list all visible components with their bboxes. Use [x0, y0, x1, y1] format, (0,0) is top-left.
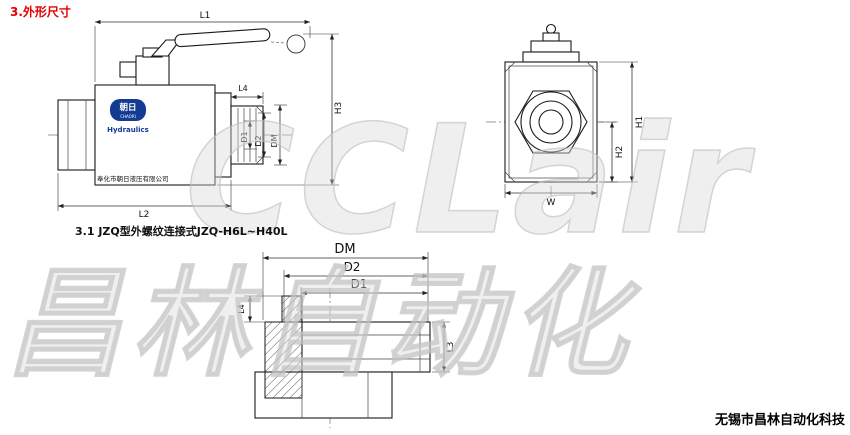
port-circle-mid [529, 100, 573, 144]
dim-l1: L1 [94, 11, 311, 82]
dim-l4-side: L4 [230, 84, 264, 104]
dim-l2: L2 [57, 173, 232, 220]
figure-caption: 3.1 JZQ型外螺纹连接式JZQ-H6L~H40L [75, 224, 288, 238]
dim-h2-label: H2 [615, 146, 625, 159]
body-company-label: 奉化市朝日液压有限公司 [97, 174, 169, 183]
dim-l2-label: L2 [139, 210, 150, 220]
front-body [504, 61, 598, 183]
corner-chamfer [586, 61, 598, 73]
section-lower-hatch [264, 371, 303, 399]
stem-body [135, 55, 170, 86]
section-cylinder [301, 321, 431, 373]
brand-logo-plate [110, 99, 146, 121]
stem-top-block [542, 32, 560, 42]
brand-logo-sub: Hydraulics [107, 126, 149, 134]
dim-w: W [504, 184, 598, 208]
footer-company: 无锡市昌林自动化科技 [714, 412, 846, 428]
dim-dm-side: DM [270, 104, 287, 166]
dim-h3: H3 [217, 33, 344, 186]
dim-dm-section-label: DM [334, 242, 355, 257]
section-view: DM D2 D1 L4 [237, 242, 456, 428]
handle-end-hole [286, 34, 306, 54]
dim-d2-section-label: D2 [344, 260, 361, 274]
dim-l1-label: L1 [200, 11, 211, 21]
dim-l4-side-label: L4 [238, 84, 248, 93]
dim-w-label: W [547, 198, 556, 208]
watermark-line1: CCLair [185, 94, 755, 268]
handle-grip [174, 28, 271, 48]
dim-d1-side-label: D1 [240, 131, 249, 142]
corner-chamfer [504, 61, 516, 73]
dim-d1-side: D1 [240, 120, 257, 150]
dim-d1-section-label: D1 [351, 277, 368, 291]
side-view: 朝日 CHAORI Hydraulics 奉化市朝日液压有限公司 L1 H3 L… [48, 11, 344, 220]
stem-mid-block [530, 40, 572, 53]
dim-l4-section: L4 [237, 295, 282, 323]
brand-logo-cn: 朝日 [119, 102, 136, 113]
dim-h1: H1 [599, 61, 645, 183]
dim-l3: L3 [432, 321, 456, 373]
dim-dm-section: DM [262, 242, 429, 322]
stem-top-circle [545, 23, 557, 35]
stem-base-plate [522, 51, 580, 63]
dim-h1-label: H1 [635, 116, 645, 129]
brand-logo-en: CHAORI [120, 114, 136, 119]
stud-chamfer [255, 105, 264, 114]
section-title: 3.外形尺寸 [10, 4, 71, 19]
dim-dm-side-label: DM [270, 134, 279, 147]
watermark-line2: 昌林自动化 [5, 255, 642, 393]
front-view: H2 H1 W [486, 23, 645, 208]
section-wall [264, 321, 303, 373]
dim-d2-side-label: D2 [254, 135, 263, 146]
dim-l3-label: L3 [446, 342, 456, 353]
dim-h3-label: H3 [334, 102, 344, 115]
dim-d2-side: D2 [254, 112, 271, 158]
left-port [57, 99, 96, 171]
corner-chamfer [586, 171, 598, 183]
port-circle-outer [520, 91, 582, 153]
dim-l4-section-label: L4 [237, 304, 246, 314]
port-hex [514, 90, 588, 154]
stud-chamfer [255, 156, 264, 165]
front-body-inner [508, 65, 594, 179]
threaded-stud [230, 105, 264, 165]
port-circle-bore [538, 109, 564, 135]
stem-nut [119, 61, 137, 78]
watermark: CCLair 昌林自动化 [4, 93, 755, 394]
corner-chamfer [504, 171, 516, 183]
handle-link [270, 41, 287, 44]
